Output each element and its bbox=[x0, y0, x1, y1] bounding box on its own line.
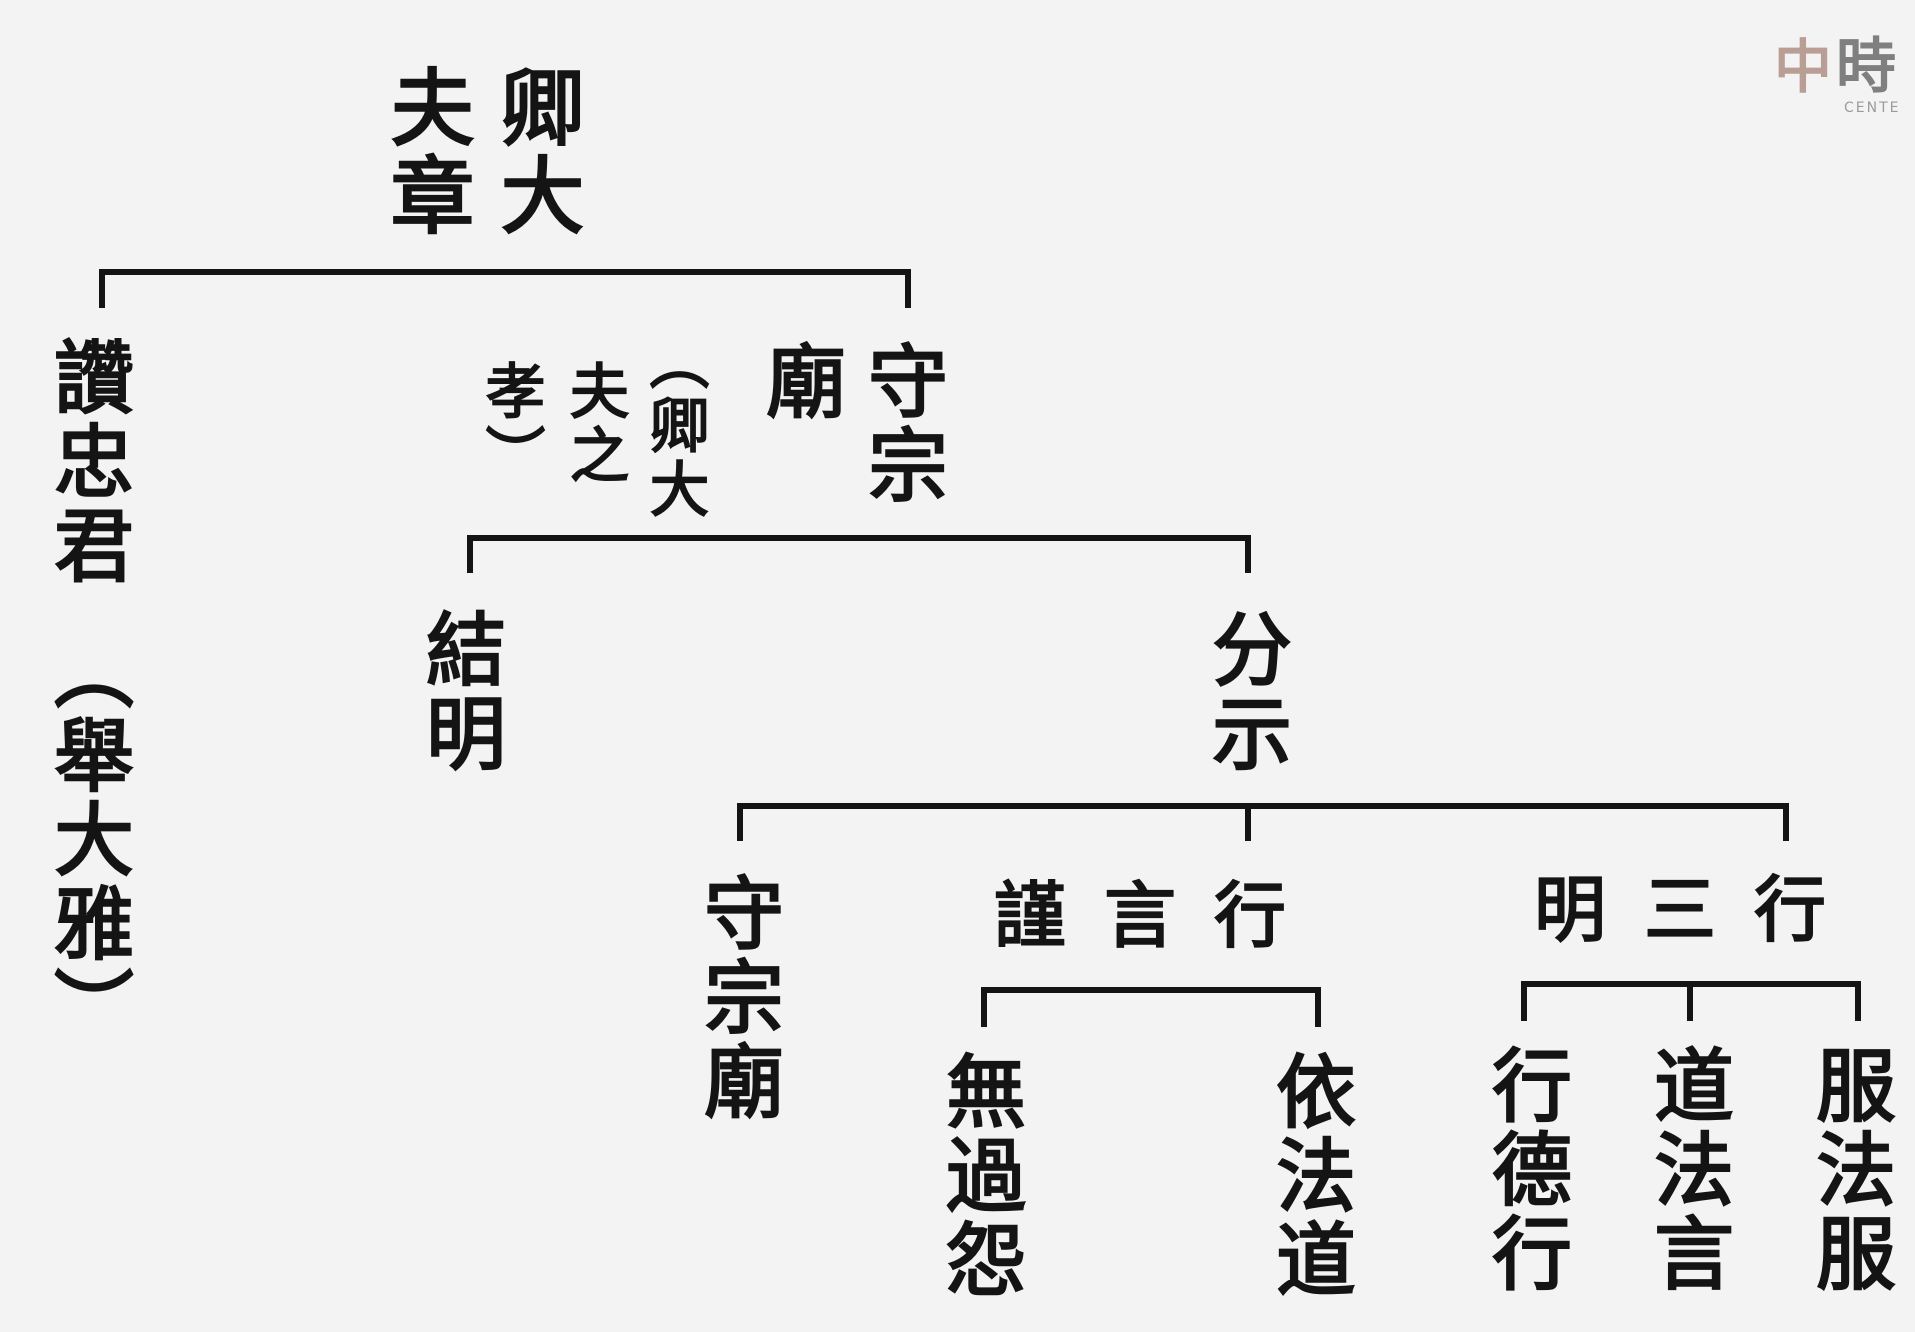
xing-de-xing: 行德行 bbox=[1479, 1044, 1573, 1296]
fu-fa-fu: 服法服 bbox=[1803, 1044, 1897, 1296]
connector-shouzong bbox=[467, 535, 1251, 573]
zan-note: ︵舉大雅︶ bbox=[41, 630, 135, 1050]
zan-zhongjun: 讚忠君 bbox=[41, 336, 135, 588]
logo-mark: 中 bbox=[1774, 33, 1833, 101]
watermark-logo: 中 時 CENTE bbox=[1770, 14, 1915, 124]
wu-guo-yuan: 無過怨 bbox=[933, 1050, 1027, 1302]
jieming: 結明 bbox=[413, 608, 507, 776]
shouzong-col-1: 守宗 bbox=[855, 340, 949, 508]
dao-fa-yan: 道法言 bbox=[1641, 1044, 1735, 1296]
logo-sub: CENTE bbox=[1844, 100, 1901, 116]
shou-zongmiao: 守宗廟 bbox=[691, 872, 785, 1124]
shouzong-note-3: 孝︶ bbox=[475, 360, 545, 488]
connector-jinyan bbox=[981, 987, 1321, 1027]
root-col-1: 卿大 bbox=[487, 64, 586, 240]
fenshi: 分示 bbox=[1199, 608, 1293, 776]
logo-word: 時 bbox=[1836, 32, 1896, 102]
connector-fenshi bbox=[737, 803, 1789, 841]
root-col-2: 夫章 bbox=[377, 64, 476, 240]
yi-fa-dao: 依法道 bbox=[1263, 1050, 1357, 1302]
shouzong-col-2: 廟 bbox=[753, 340, 847, 424]
connector-mingsan bbox=[1521, 981, 1861, 1021]
shouzong-note-2: 夫之 bbox=[559, 360, 629, 488]
shouzong-note-1: ︵卿大 bbox=[639, 330, 709, 522]
jin-yan-xing: 謹言行 bbox=[994, 873, 1325, 958]
connector-root bbox=[99, 269, 911, 308]
ming-san-xing: 明三行 bbox=[1534, 867, 1865, 952]
